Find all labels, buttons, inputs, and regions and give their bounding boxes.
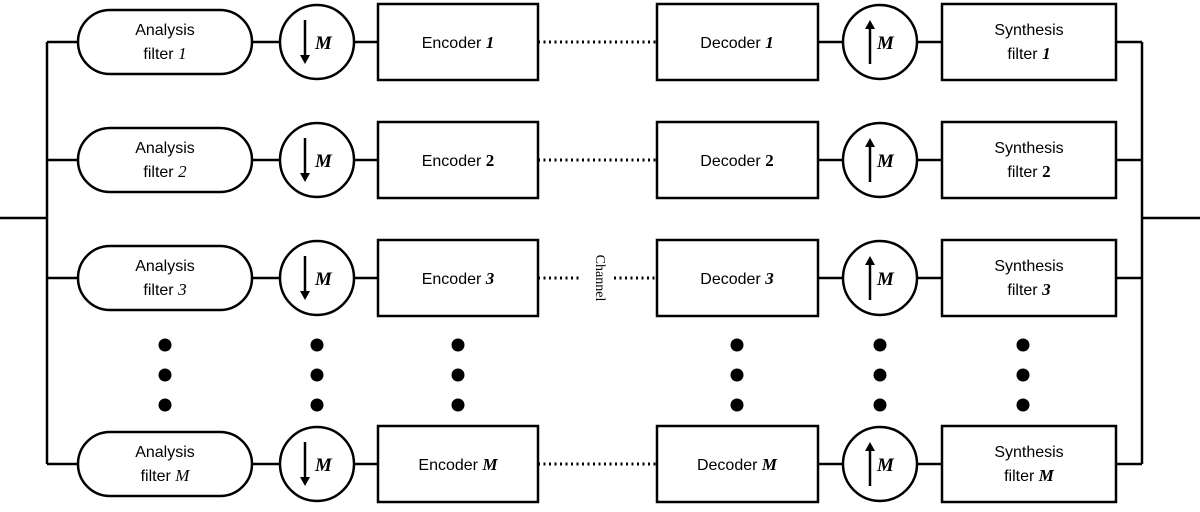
downsample-factor: M xyxy=(314,455,333,476)
analysis-filter-title: Analysis xyxy=(135,258,195,275)
branch-row: Analysis filter 2 M Encoder 2 Decoder 2 M Synt… xyxy=(47,120,1142,200)
analysis-filter-label: filter 2 xyxy=(143,162,187,181)
upsample-factor: M xyxy=(876,269,895,290)
synthesis-filter-block xyxy=(940,120,1118,200)
encoder-block xyxy=(376,238,540,318)
decoder-label: Decoder 3 xyxy=(700,269,774,288)
ellipsis-dot xyxy=(873,338,887,352)
encoder-label: Encoder 1 xyxy=(422,33,495,52)
ellipsis-dot xyxy=(1016,368,1030,382)
decoder-block xyxy=(655,120,820,200)
synthesis-filter-title: Synthesis xyxy=(994,444,1063,461)
ellipsis-dot xyxy=(730,338,744,352)
downsampler-block xyxy=(278,239,356,317)
synthesis-filter-title: Synthesis xyxy=(994,140,1063,157)
analysis-filter-title: Analysis xyxy=(135,140,195,157)
ellipsis-dot xyxy=(451,398,465,412)
analysis-filter-block xyxy=(76,430,254,498)
synthesis-filter-block xyxy=(940,2,1118,82)
up-arrow-head xyxy=(865,138,875,147)
branch-row: Analysis filter 1 M Encoder 1 Decoder 1 M Synt… xyxy=(47,2,1142,82)
synthesis-filter-label: filter 1 xyxy=(1007,44,1050,63)
decoder-block xyxy=(655,238,820,318)
analysis-filter-block xyxy=(76,8,254,76)
branch-row: Analysis filter M M Encoder M Decoder M M Synt… xyxy=(47,424,1142,504)
ellipsis-dot xyxy=(310,398,324,412)
encoder-block xyxy=(376,120,540,200)
ellipsis-dot xyxy=(730,398,744,412)
decoder-block xyxy=(655,2,820,82)
encoder-block xyxy=(376,424,540,504)
synthesis-filter-title: Synthesis xyxy=(994,258,1063,275)
decoder-label: Decoder M xyxy=(697,455,778,474)
synthesis-filter-label: filter 3 xyxy=(1007,280,1051,299)
ellipsis-dot xyxy=(1016,338,1030,352)
ellipsis-dot xyxy=(730,368,744,382)
encoder-block xyxy=(376,2,540,82)
ellipsis-dot xyxy=(1016,398,1030,412)
ellipsis-dot xyxy=(158,368,172,382)
decoder-label: Decoder 1 xyxy=(700,33,773,52)
analysis-filter-title: Analysis xyxy=(135,22,195,39)
down-arrow-head xyxy=(300,477,310,486)
down-arrow-head xyxy=(300,291,310,300)
upsample-factor: M xyxy=(876,151,895,172)
ellipsis-dot xyxy=(158,398,172,412)
upsample-factor: M xyxy=(876,455,895,476)
upsampler-block xyxy=(841,425,919,503)
synthesis-filter-block xyxy=(940,424,1118,504)
ellipsis-dot xyxy=(310,338,324,352)
analysis-filter-title: Analysis xyxy=(135,444,195,461)
ellipsis-dot xyxy=(310,368,324,382)
downsampler-block xyxy=(278,121,356,199)
analysis-filter-label: filter M xyxy=(141,466,191,485)
ellipsis-dot xyxy=(158,338,172,352)
downsample-factor: M xyxy=(314,151,333,172)
downsample-factor: M xyxy=(314,269,333,290)
branch-row: Analysis filter 3 M Encoder 3 Decoder 3 M Synt… xyxy=(47,238,1142,318)
upsampler-block xyxy=(841,121,919,199)
ellipsis-dot xyxy=(451,368,465,382)
decoder-label: Decoder 2 xyxy=(700,151,773,170)
downsampler-block xyxy=(278,425,356,503)
ellipsis-dot xyxy=(451,338,465,352)
ellipsis-dot xyxy=(873,368,887,382)
analysis-filter-block xyxy=(76,244,254,312)
synthesis-filter-label: filter 2 xyxy=(1007,162,1050,181)
up-arrow-head xyxy=(865,442,875,451)
synthesis-filter-title: Synthesis xyxy=(994,22,1063,39)
encoder-label: Encoder 3 xyxy=(422,269,495,288)
down-arrow-head xyxy=(300,55,310,64)
downsampler-block xyxy=(278,3,356,81)
synthesis-filter-block xyxy=(940,238,1118,318)
upsample-factor: M xyxy=(876,33,895,54)
ellipsis-dot xyxy=(873,398,887,412)
synthesis-filter-label: filter M xyxy=(1004,466,1055,485)
decoder-block xyxy=(655,424,820,504)
upsampler-block xyxy=(841,3,919,81)
up-arrow-head xyxy=(865,256,875,265)
channel-label: Channel xyxy=(592,255,607,302)
up-arrow-head xyxy=(865,20,875,29)
analysis-filter-label: filter 1 xyxy=(143,44,186,63)
analysis-filter-label: filter 3 xyxy=(143,280,186,299)
analysis-filter-block xyxy=(76,126,254,194)
encoder-label: Encoder 2 xyxy=(422,151,495,170)
encoder-label: Encoder M xyxy=(418,455,498,474)
downsample-factor: M xyxy=(314,33,333,54)
upsampler-block xyxy=(841,239,919,317)
down-arrow-head xyxy=(300,173,310,182)
